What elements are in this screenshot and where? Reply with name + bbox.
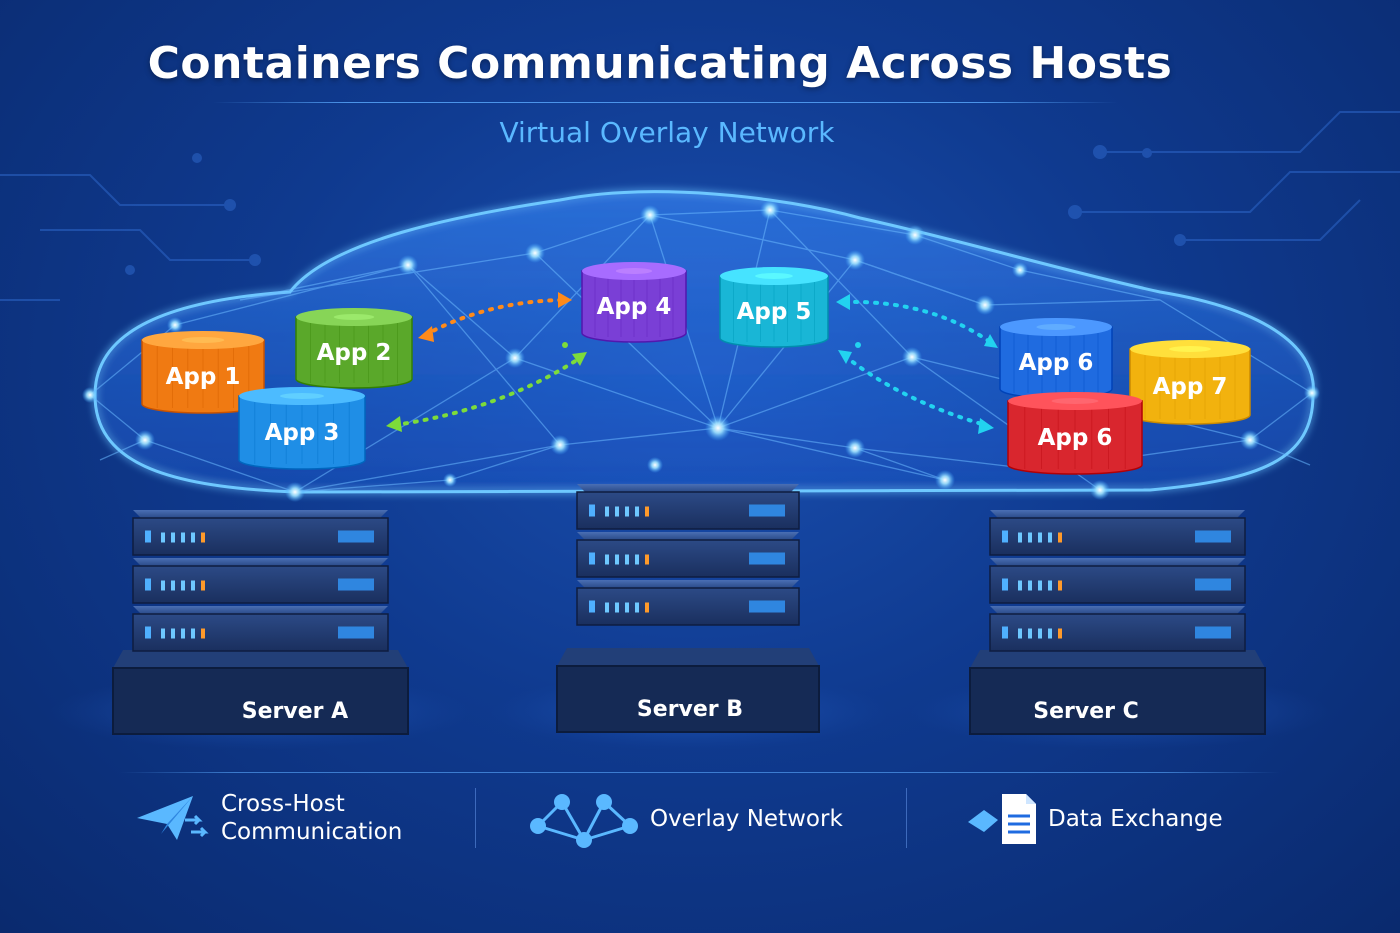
link-app5-app6-lower [838, 342, 994, 434]
app-container-5: App 5 [719, 267, 829, 348]
app-container-7: App 7 [1129, 340, 1251, 425]
server-3: Server C [969, 510, 1266, 735]
app-label: App 6 [1019, 350, 1094, 376]
app-label: App 5 [737, 299, 812, 325]
server-base [556, 665, 820, 733]
page-title: Containers Communicating Across Hosts [147, 38, 1173, 89]
footer-data-exchange-label: Data Exchange [1048, 806, 1223, 832]
app-container-3: App 3 [238, 387, 366, 470]
app-containers: App 1 App 2 App 3 App 4 App 5 App 6 App 7 App 6 [141, 262, 1251, 475]
app-label: App 7 [1153, 374, 1228, 400]
document-icon [968, 794, 1036, 844]
server-label: Server A [242, 699, 348, 724]
footer-overlay-network: Overlay Network [528, 790, 843, 848]
footer-cross-host-line1: Cross-Host [221, 791, 345, 817]
app-label: App 3 [265, 420, 340, 446]
footer-cross-host: Cross-Host Communication [133, 790, 402, 846]
footer-cross-host-line2: Communication [221, 819, 403, 845]
app-container-6: App 6 [999, 318, 1113, 399]
app-label: App 1 [166, 364, 241, 390]
page-subtitle: Virtual Overlay Network [499, 116, 835, 149]
app-container-2: App 2 [295, 308, 413, 389]
footer-divider [120, 772, 1280, 773]
server-base-top [970, 650, 1265, 668]
server-label: Server C [1033, 699, 1139, 724]
server-1: Server A [112, 510, 409, 735]
server-unit [132, 613, 389, 652]
app-container-8: App 6 [1007, 392, 1143, 475]
circuit-decoration-right [1068, 111, 1400, 246]
server-base [112, 667, 409, 735]
footer-separator-2 [906, 788, 907, 848]
server-base [969, 667, 1266, 735]
footer-overlay-network-label: Overlay Network [650, 806, 843, 832]
server-base-top [113, 650, 408, 668]
app-label: App 4 [597, 294, 672, 320]
app-label: App 6 [1038, 425, 1113, 451]
footer-data-exchange: Data Exchange [964, 790, 1223, 848]
title-divider [212, 102, 1118, 103]
footer-separator-1 [475, 788, 476, 848]
link-app5-app6-upper [836, 294, 998, 348]
circuit-decoration-left [0, 153, 261, 301]
server-label: Server B [637, 697, 743, 722]
link-app3-app4 [386, 342, 587, 432]
mesh-nodes [82, 200, 1320, 502]
app-container-4: App 4 [581, 262, 687, 343]
server-base-top [557, 648, 819, 666]
servers: Server A Server B Server C [112, 484, 1266, 735]
link-app2-app4 [418, 292, 572, 342]
network-nodes-icon [530, 794, 638, 848]
app-label: App 2 [317, 340, 392, 366]
server-2: Server B [556, 484, 820, 733]
paper-plane-icon [137, 796, 209, 840]
app-container-1: App 1 [141, 331, 265, 414]
